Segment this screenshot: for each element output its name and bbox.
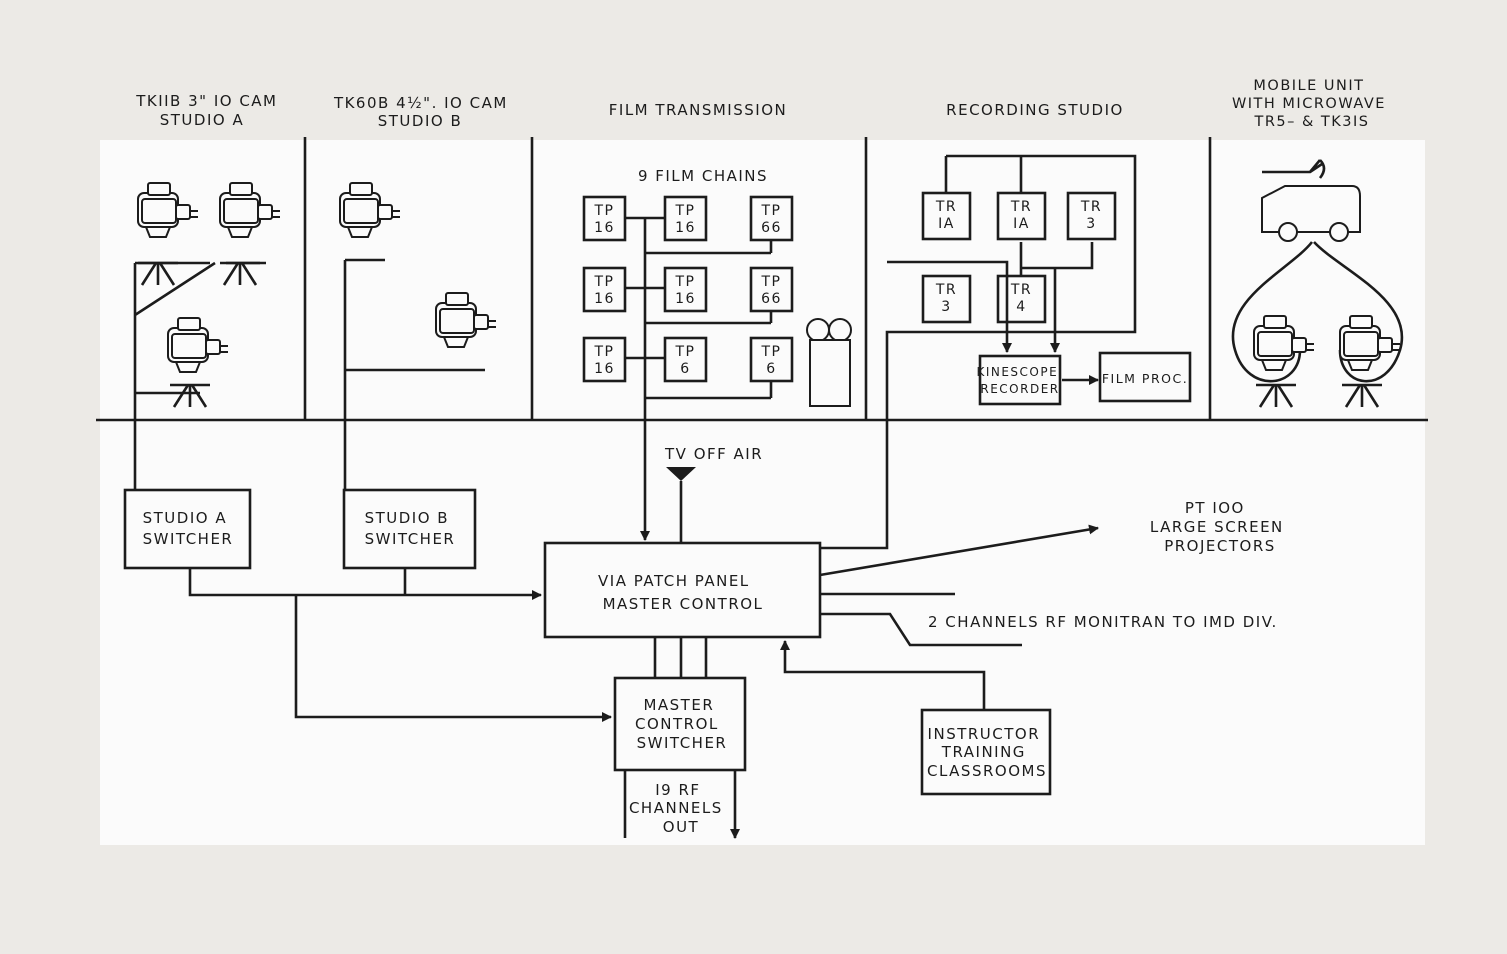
rf-output-arrows bbox=[623, 770, 735, 838]
section-title-film: FILM TRANSMISSION bbox=[609, 101, 787, 119]
kinescope-recorder-box bbox=[978, 354, 1062, 406]
monitran-output-lines bbox=[820, 592, 1022, 647]
master-control-box bbox=[543, 541, 822, 639]
recorder-box-line-0: TR bbox=[1080, 199, 1102, 215]
mobile-unit-icon bbox=[1231, 159, 1404, 409]
section-title-recording: RECORDING STUDIO bbox=[946, 101, 1124, 119]
monitran-label: 2 CHANNELS RF MONITRAN TO IMD DIV. bbox=[928, 613, 1278, 631]
instructor-feed-line bbox=[780, 640, 986, 710]
film-chain-box-line-0: TP bbox=[594, 274, 615, 290]
recorder-box-line-1: 4 bbox=[1016, 299, 1026, 315]
studio-b-cameras bbox=[339, 182, 497, 420]
film-chain-box-line-1: 66 bbox=[761, 291, 782, 307]
instructor-classrooms-label: INSTRUCTOR TRAINING CLASSROOMS bbox=[927, 725, 1047, 780]
master-control-switcher-label: MASTER CONTROL SWITCHER bbox=[635, 696, 727, 752]
film-chain-box-line-0: TP bbox=[594, 203, 615, 219]
projector-output-arrow bbox=[819, 524, 1099, 577]
film-chain-box-line-0: TP bbox=[761, 344, 782, 360]
film-chain-box-line-1: 66 bbox=[761, 220, 782, 236]
recorder-box-line-0: TR bbox=[935, 282, 957, 298]
studio-b-switcher-label: STUDIO B SWITCHER bbox=[365, 509, 456, 548]
instructor-classrooms-box bbox=[920, 708, 1052, 796]
rf-out-label: I9 RF CHANNELS OUT bbox=[629, 781, 729, 836]
studio-a-switcher-label: STUDIO A SWITCHER bbox=[143, 509, 234, 548]
recorder-box-line-1: IA bbox=[938, 216, 955, 232]
kinescope-recorder-label: KINESCOPE RECORDER bbox=[976, 365, 1063, 396]
recorder-wiring bbox=[885, 154, 1137, 420]
diagram-sheet bbox=[100, 140, 1425, 845]
projectors-label: PT IOO LARGE SCREEN PROJECTORS bbox=[1150, 499, 1290, 555]
film-chain-box-line-1: 6 bbox=[766, 361, 776, 377]
film-chain-box-line-0: TP bbox=[675, 274, 696, 290]
studio-b-switcher-box bbox=[342, 488, 477, 570]
section-title-studio-b: TK60B 4½". IO CAM STUDIO B bbox=[333, 94, 514, 130]
master-control-label: VIA PATCH PANEL MASTER CONTROL bbox=[598, 572, 763, 613]
film-chain-box-line-0: TP bbox=[675, 344, 696, 360]
film-chain-box: TP6 bbox=[663, 336, 708, 383]
recorder-box-line-1: IA bbox=[1013, 216, 1030, 232]
film-chain-wiring bbox=[625, 216, 773, 420]
recorder-box: TR3 bbox=[1066, 191, 1117, 241]
section-title-mobile: MOBILE UNIT WITH MICROWAVE TR5– & TK3IS bbox=[1232, 78, 1392, 130]
film-chains-label: 9 FILM CHAINS bbox=[638, 167, 768, 185]
film-chain-box-line-1: 6 bbox=[680, 361, 690, 377]
recorder-box-line-0: TR bbox=[935, 199, 957, 215]
antenna-icon bbox=[666, 467, 696, 481]
recorder-box-line-0: TR bbox=[1010, 199, 1032, 215]
recorder-box: TR4 bbox=[996, 274, 1047, 324]
film-chain-box-line-0: TP bbox=[761, 203, 782, 219]
film-chain-box-line-0: TP bbox=[594, 344, 615, 360]
film-chain-box-line-1: 16 bbox=[594, 291, 615, 307]
recorder-box: TR3 bbox=[921, 274, 972, 324]
recorder-box-line-0: TR bbox=[1010, 282, 1032, 298]
section-title-studio-a: TKIIB 3" IO CAM STUDIO A bbox=[135, 92, 284, 129]
recorder-box-line-1: 3 bbox=[941, 299, 951, 315]
recorder-box-line-1: 3 bbox=[1086, 216, 1096, 232]
studio-a-switcher-box bbox=[123, 488, 252, 570]
switcher-wiring bbox=[188, 420, 889, 722]
tv-off-air-label: TV OFF AIR bbox=[664, 445, 763, 463]
film-proc-box bbox=[1098, 351, 1192, 403]
film-projector-icon bbox=[806, 318, 852, 407]
studio-a-cameras bbox=[133, 182, 281, 420]
film-proc-label: FILM PROC. bbox=[1102, 371, 1188, 386]
film-chain-box-line-1: 16 bbox=[594, 361, 615, 377]
section-dividers bbox=[303, 137, 1212, 420]
film-chain-box-line-1: 16 bbox=[675, 220, 696, 236]
film-chain-box-line-0: TP bbox=[761, 274, 782, 290]
film-chain-box-line-1: 16 bbox=[594, 220, 615, 236]
film-chain-box-line-1: 16 bbox=[675, 291, 696, 307]
master-control-switcher-box bbox=[613, 676, 747, 772]
film-chain-box-line-0: TP bbox=[675, 203, 696, 219]
film-chain-box: TP6 bbox=[749, 336, 794, 383]
